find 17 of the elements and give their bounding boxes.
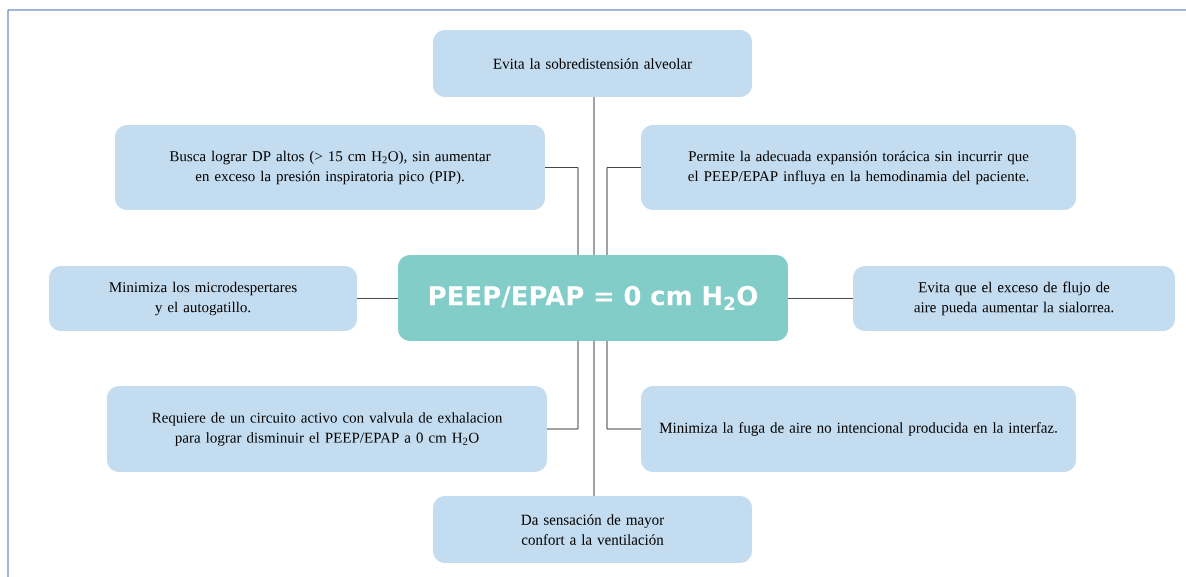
connector-line — [606, 340, 642, 430]
text-box: Minimiza la fuga de aire no intencional producida en la interfaz. — [641, 386, 1076, 472]
connector-line — [593, 96, 595, 256]
text-box: Da sensación de mayor confort a la ventilación — [433, 496, 752, 563]
text-box: Busca lograr DP altos (> 15 cm H$_{2}$O), sin aumentar en exceso la presión inspiratoria pico (PIP). — [115, 125, 545, 210]
text-box: Permite la adecuada expansión torácica sin incurrir que el PEEP/EPAP influya en la hemodinamia del paciente. — [641, 125, 1076, 210]
text-box: Minimiza los microdespertares y el autogatillo. — [49, 266, 357, 331]
connector-line — [593, 340, 595, 497]
connector-line — [356, 298, 399, 299]
connector-line — [606, 167, 642, 256]
connector-line — [544, 167, 579, 256]
text-box: Evita la sobredistensión alveolar — [433, 30, 752, 97]
text-box: Evita que el exceso de flujo de aire pueda aumentar la sialorrea. — [853, 266, 1175, 331]
connector-line — [787, 298, 854, 299]
central-box: PEEP/EPAP = 0 cm H$_{2}$O — [398, 255, 788, 341]
connector-line — [546, 340, 579, 430]
text-box: Requiere de un circuito activo con valvula de exhalacion para lograr disminuir el PEEP/EPAP a 0 cm H$_{2}$O — [107, 386, 547, 472]
